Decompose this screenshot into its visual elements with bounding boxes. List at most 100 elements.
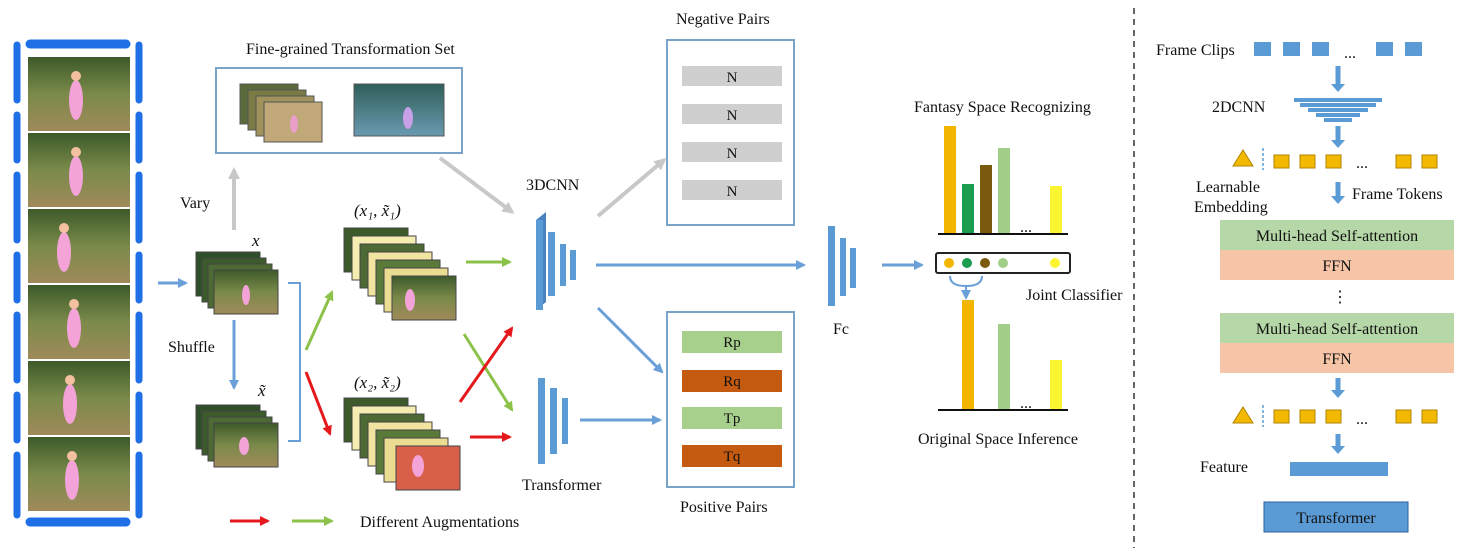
- feature-bar: [1290, 462, 1388, 476]
- frame-token: [1273, 409, 1290, 424]
- token-row-1-ellipsis: ...: [1356, 155, 1368, 172]
- frame-clip: [1254, 42, 1271, 56]
- fantasy-ellipsis: ...: [1020, 219, 1032, 236]
- frame-clip: [1312, 42, 1329, 56]
- positive-pair-item: Tq: [682, 445, 782, 467]
- svg-text:N: N: [727, 108, 738, 124]
- 3dcnn-to-positive-arrow: [596, 306, 664, 374]
- legend-label: Different Augmentations: [360, 514, 519, 531]
- svg-text:N: N: [727, 184, 738, 200]
- ffn-block-2: [1220, 343, 1454, 373]
- fantasy-bar: [962, 184, 974, 234]
- svg-text:N: N: [727, 70, 738, 86]
- frame-clip: [1376, 42, 1393, 56]
- pair2-label: (x₂, x̃₂): [354, 373, 401, 392]
- transformation-sample-2: [353, 83, 445, 137]
- fantasy-title: Fantasy Space Recognizing: [914, 99, 1091, 116]
- svg-text:Rp: Rp: [723, 335, 741, 351]
- video-frame: [28, 133, 130, 207]
- mhsa-label-1: Multi-head Self-attention: [1256, 228, 1418, 245]
- transformer-caption: Transformer: [1296, 510, 1376, 527]
- joint-classifier-label: Joint Classifier: [1026, 287, 1123, 304]
- fc-block: [828, 226, 856, 306]
- vary-label: Vary: [180, 195, 210, 212]
- pair1-clip-stack: [343, 227, 457, 321]
- fantasy-bar: [944, 126, 956, 234]
- pair-bracket: [288, 282, 301, 442]
- frame-token: [1325, 154, 1342, 169]
- svg-text:Tp: Tp: [724, 411, 741, 427]
- svg-text:Tq: Tq: [724, 449, 741, 465]
- x-tilde-label: x̃: [257, 381, 266, 400]
- positive-pair-item: Rq: [682, 370, 782, 392]
- frame-token: [1273, 154, 1290, 169]
- frame-token: [1325, 409, 1342, 424]
- negative-pair-item: N: [682, 104, 782, 124]
- fantasy-bar: [998, 148, 1010, 234]
- original-title: Original Space Inference: [918, 431, 1078, 448]
- frame-token: [1421, 409, 1438, 424]
- learnable-label-2: Embedding: [1194, 199, 1268, 216]
- video-frame: [28, 361, 130, 435]
- fantasy-bar: [980, 165, 992, 234]
- cnn3d-block: [536, 212, 576, 310]
- cnn2d-label: 2DCNN: [1212, 99, 1266, 116]
- svg-text:N: N: [727, 146, 738, 162]
- positive-pair-item: Tp: [682, 407, 782, 429]
- pair1-to-transformer-arrow: [462, 333, 514, 412]
- pair1-label: (x₁, x̃₁): [354, 201, 401, 220]
- x-clip-stack: [195, 251, 279, 315]
- frame-tokens-label: Frame Tokens: [1352, 186, 1443, 203]
- frame-token: [1395, 409, 1412, 424]
- shuffle-label: Shuffle: [168, 339, 215, 356]
- frame-clips-label: Frame Clips: [1156, 42, 1235, 59]
- token-row-2-ellipsis: ...: [1356, 411, 1368, 428]
- fc-label: Fc: [833, 321, 849, 338]
- original-bar: [1050, 360, 1062, 410]
- negative-pair-item: N: [682, 66, 782, 86]
- frame-token: [1395, 154, 1412, 169]
- learnable-token: [1232, 149, 1254, 167]
- original-bar: [998, 324, 1010, 410]
- green-aug-arrow: [304, 290, 334, 351]
- token-row-1: [1232, 148, 1438, 170]
- gray-to-3dcnn-arrow: [438, 156, 515, 214]
- joint-classifier: [935, 252, 1071, 300]
- transformer-label: Transformer: [522, 477, 602, 494]
- negative-title: Negative Pairs: [676, 11, 770, 28]
- pair2-clip-stack: [343, 397, 461, 491]
- original-bar: [962, 300, 974, 410]
- fine-grained-title: Fine-grained Transformation Set: [246, 41, 455, 58]
- original-bar-chart: [938, 300, 1068, 411]
- video-frame: [28, 209, 130, 283]
- mhsa-block-2: [1220, 313, 1454, 343]
- frame-clips-ellipsis: ...: [1344, 45, 1356, 62]
- learnable-label-1: Learnable: [1196, 179, 1260, 196]
- frame-token: [1299, 409, 1316, 424]
- frame-token: [1299, 154, 1316, 169]
- transformation-sample-1: [239, 83, 323, 143]
- pair2-to-3dcnn-arrow: [458, 326, 514, 403]
- cnn2d-block: [1294, 98, 1382, 122]
- gray-to-negative-arrow: [596, 158, 667, 218]
- feature-label: Feature: [1200, 459, 1248, 476]
- token-row-2: [1232, 405, 1438, 427]
- frame-clip: [1283, 42, 1300, 56]
- mhsa-label-2: Multi-head Self-attention: [1256, 321, 1418, 338]
- ffn-block-1: [1220, 250, 1454, 280]
- svg-text:Rq: Rq: [723, 374, 741, 390]
- video-frame: [28, 437, 130, 511]
- fantasy-bar-chart: [938, 126, 1068, 235]
- cnn3d-label: 3DCNN: [526, 177, 580, 194]
- transformer-caption-box: [1263, 501, 1409, 533]
- frame-clip-row: [1254, 42, 1422, 56]
- mhsa-block-1: [1220, 220, 1454, 250]
- ffn-label-2: FFN: [1322, 351, 1352, 368]
- positive-pair-item: Rp: [682, 331, 782, 353]
- positive-title: Positive Pairs: [680, 499, 768, 516]
- x-tilde-clip-stack: [195, 404, 279, 468]
- video-frame-strip: [13, 39, 143, 527]
- video-frame: [28, 57, 130, 131]
- learnable-token: [1232, 406, 1254, 424]
